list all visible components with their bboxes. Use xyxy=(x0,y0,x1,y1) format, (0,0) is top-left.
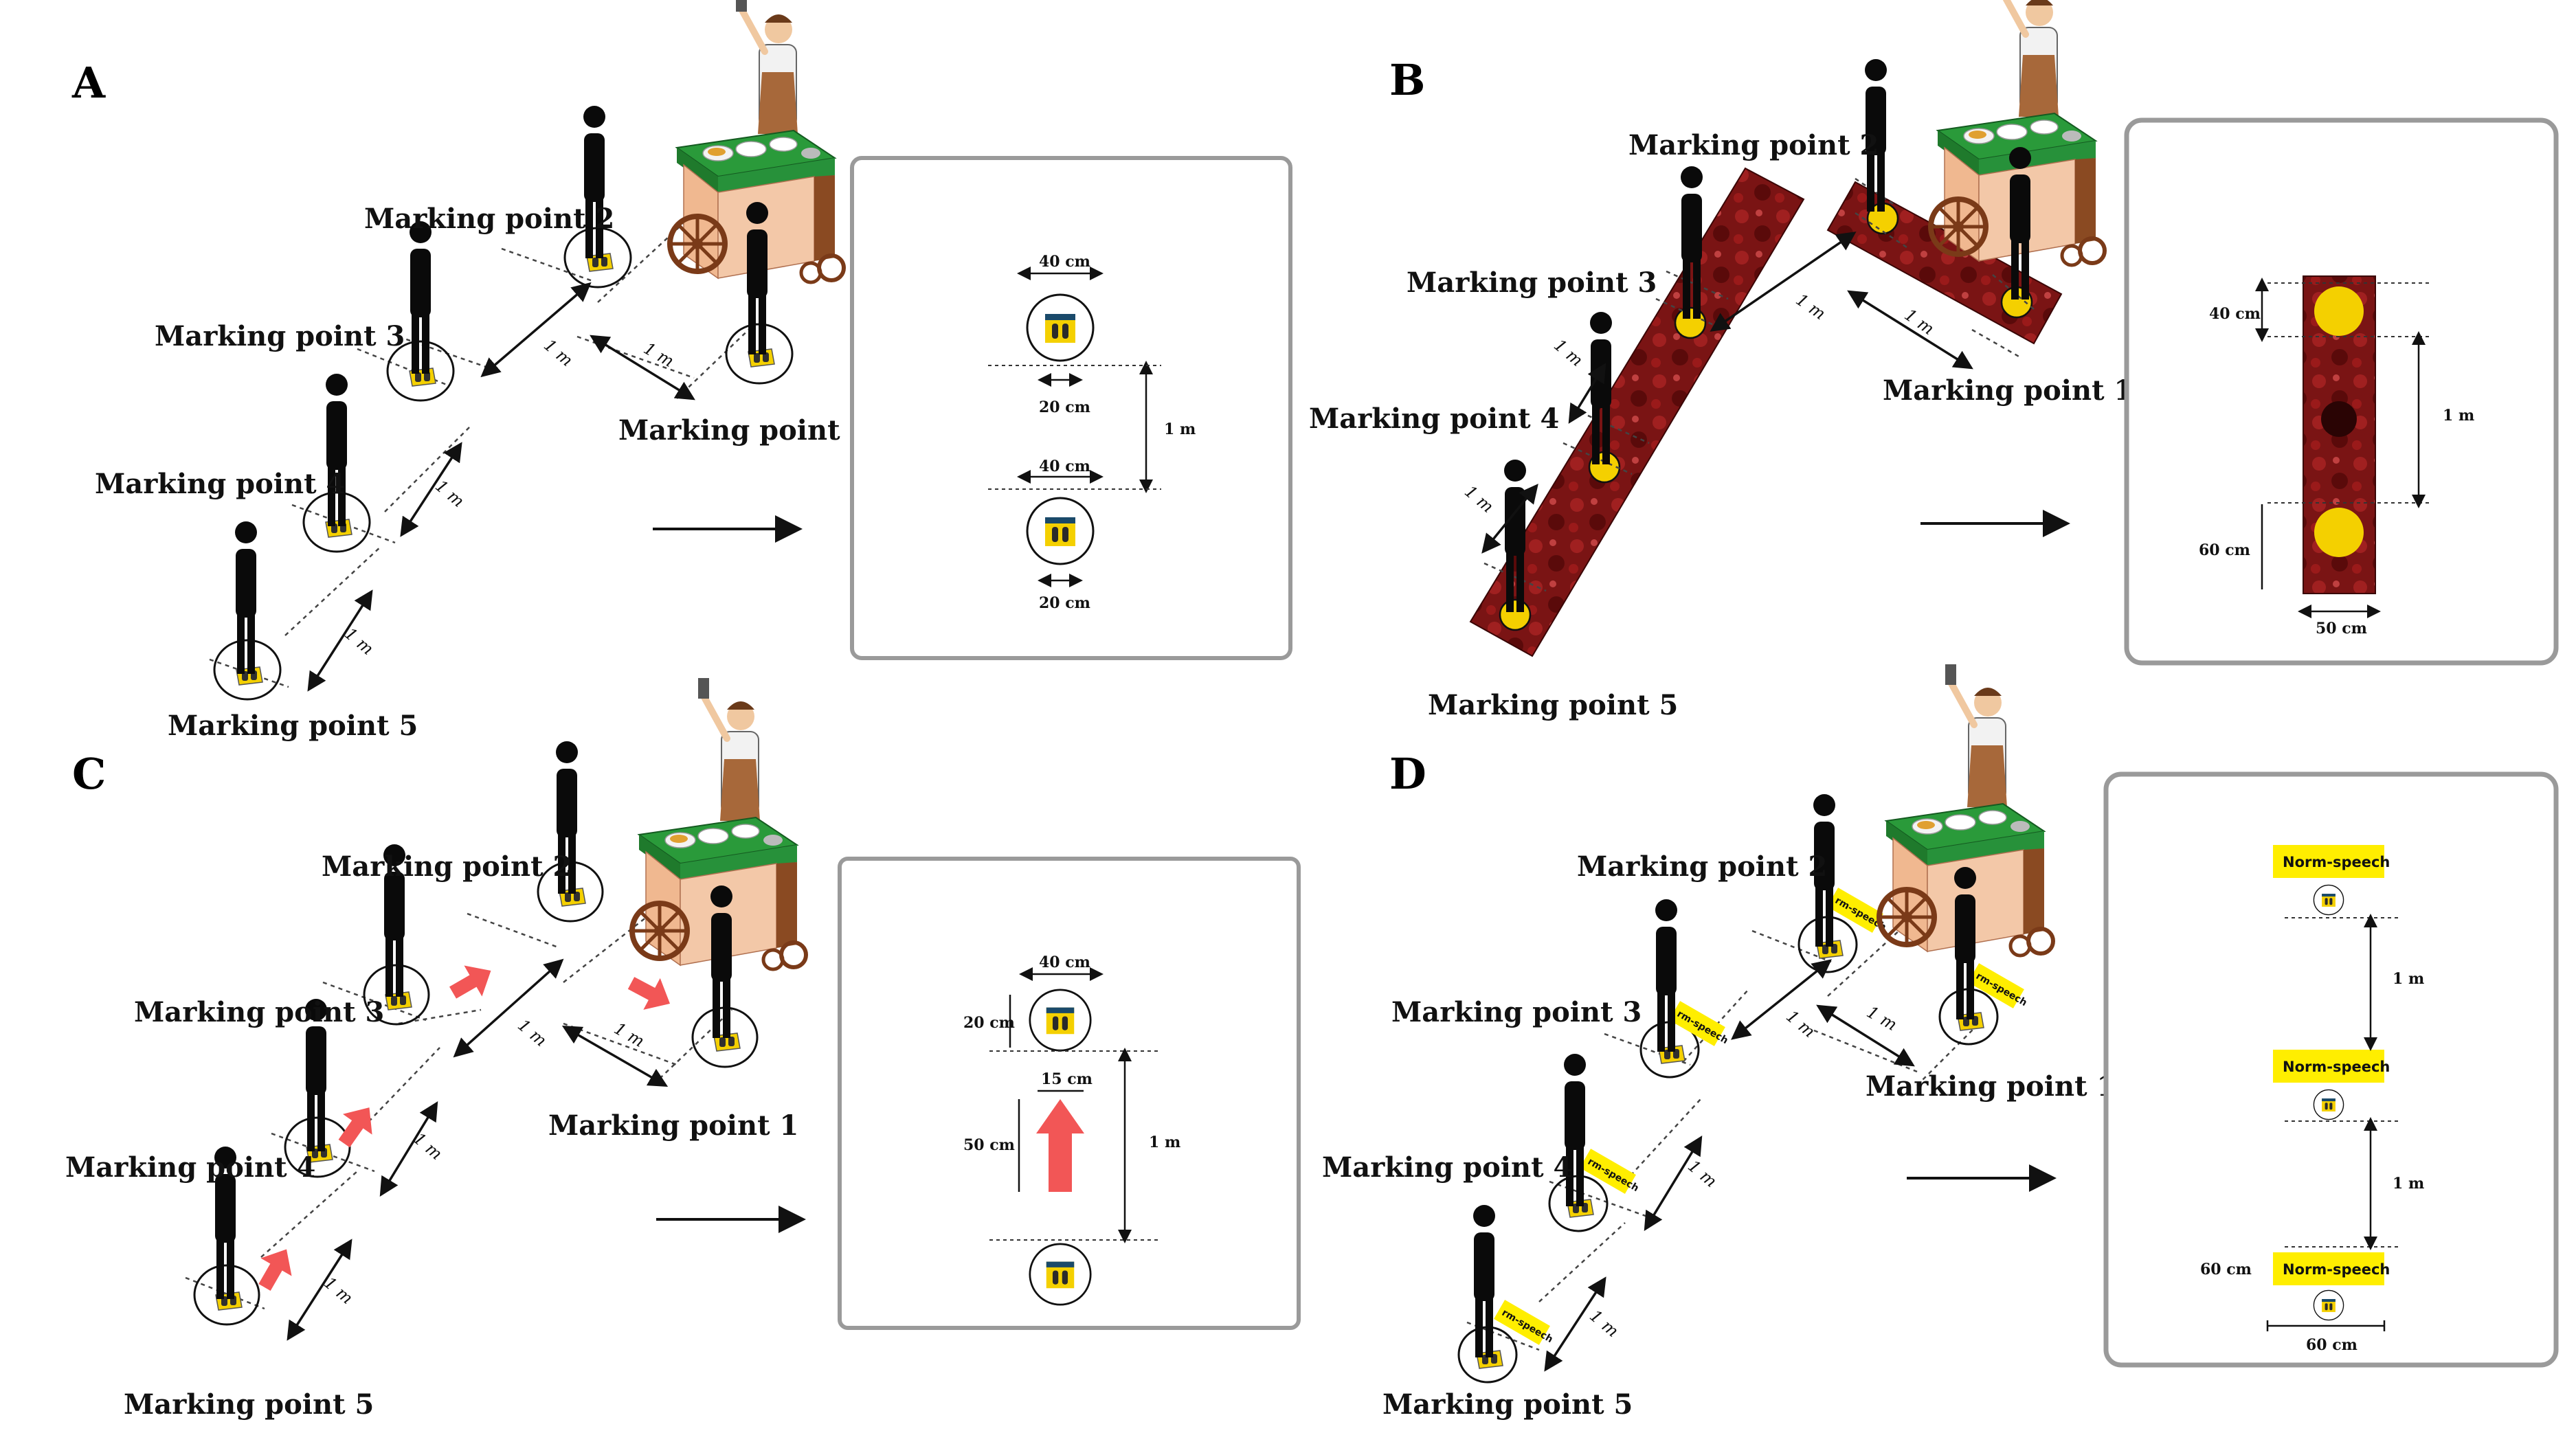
panel-letter-a: A xyxy=(71,58,106,108)
distance-label-b-4: 1 m xyxy=(1461,482,1497,517)
distance-label-b-1: 1 m xyxy=(1901,305,1938,339)
marking-point-3-a: Marking point 3 xyxy=(155,320,405,352)
marking-point-2-d: Marking point 2 xyxy=(1577,850,1827,883)
marking-point-2-c: Marking point 2 xyxy=(322,850,572,883)
marking-point-4-b: Marking point 4 xyxy=(1309,403,1559,435)
distance-label-d-3: 1 m xyxy=(1684,1156,1721,1191)
inset-c-dim-circle: 20 cm xyxy=(963,1014,1015,1032)
marking-point-5-a: Marking point 5 xyxy=(168,710,418,742)
inset-a: 40 cm 20 cm 1 m 40 cm 20 cm xyxy=(850,156,1292,660)
marking-point-3-d: Marking point 3 xyxy=(1391,996,1642,1028)
distance-arrows-b xyxy=(1481,232,1973,554)
inset-a-dim-top2: 40 cm xyxy=(1039,458,1090,475)
marking-point-1-d: Marking point 1 xyxy=(1866,1070,2116,1103)
marking-point-1-a: Marking point 1 xyxy=(618,414,869,447)
guide-lines-d xyxy=(1466,920,1980,1351)
marking-point-5-c: Marking point 5 xyxy=(124,1388,374,1421)
distance-label-d-1: 1 m xyxy=(1863,1002,1901,1035)
panel-d: D xyxy=(1322,664,2559,1421)
marking-point-4-a: Marking point 4 xyxy=(95,468,345,500)
distance-label-c-3: 1 m xyxy=(410,1129,446,1164)
inset-d-norm-label-2: Norm-speech xyxy=(2283,1059,2390,1075)
distance-label-c-1: 1 m xyxy=(611,1019,648,1051)
marking-point-4-c: Marking point 4 xyxy=(65,1151,315,1184)
marking-point-4-d: Marking point 4 xyxy=(1322,1151,1572,1184)
distance-arrows-d xyxy=(1544,959,1915,1372)
distance-arrows-c xyxy=(287,958,669,1341)
inset-d: Norm-speech Norm-speech Norm-speech 1 m … xyxy=(2103,771,2559,1368)
distance-label-b-3: 1 m xyxy=(1550,335,1587,370)
inset-a-dim-gap: 20 cm xyxy=(1039,398,1090,416)
inset-d-norm-label-1: Norm-speech xyxy=(2283,854,2390,870)
inset-b: 40 cm 1 m 60 cm 50 cm xyxy=(2124,117,2559,666)
distance-label-b-2: 1 m xyxy=(1793,290,1829,324)
inset-c: 40 cm 20 cm 15 cm 50 cm 1 m xyxy=(838,857,1301,1330)
distance-label-a-2: 1 m xyxy=(540,335,576,370)
panel-letter-d: D xyxy=(1389,749,1426,799)
marking-point-3-c: Marking point 3 xyxy=(134,996,384,1028)
marking-point-5-b: Marking point 5 xyxy=(1428,689,1678,721)
inset-c-dim-arrow-width: 15 cm xyxy=(1041,1070,1093,1088)
inset-d-dim-sign-height: 60 cm xyxy=(2200,1261,2252,1278)
distance-label-d-4: 1 m xyxy=(1586,1306,1622,1341)
inset-d-norm-label-3: Norm-speech xyxy=(2283,1261,2390,1278)
inset-d-dim-spacing-2: 1 m xyxy=(2393,1175,2424,1193)
floor-circles-a xyxy=(213,227,794,701)
panel-a: A xyxy=(71,0,1292,742)
distance-label-c-2: 1 m xyxy=(514,1015,550,1050)
distance-label-a-1: 1 m xyxy=(640,339,677,371)
guide-lines-c xyxy=(185,906,732,1310)
distance-label-d-2: 1 m xyxy=(1782,1006,1819,1041)
marking-point-3-b: Marking point 3 xyxy=(1407,267,1657,299)
inset-a-dim-top: 40 cm xyxy=(1039,253,1090,271)
marking-point-1-b: Marking point 1 xyxy=(1883,374,2133,407)
inset-d-dim-sign-width: 60 cm xyxy=(2306,1336,2357,1354)
inset-b-dim-spacing: 1 m xyxy=(2443,407,2474,425)
distance-arrows-a xyxy=(307,282,695,692)
inset-c-dim-arrow-length: 50 cm xyxy=(963,1136,1015,1154)
floor-circles-d xyxy=(1457,916,1999,1384)
marking-point-2-a: Marking point 2 xyxy=(364,203,614,235)
inset-b-dim-width: 50 cm xyxy=(2316,620,2367,637)
inset-b-dim-circle: 40 cm xyxy=(2209,305,2261,323)
panel-letter-c: C xyxy=(72,749,106,799)
inset-a-dim-spacing: 1 m xyxy=(1164,420,1196,438)
inset-a-dim-gap2: 20 cm xyxy=(1039,594,1090,612)
marking-point-1-c: Marking point 1 xyxy=(548,1109,798,1142)
inset-c-dim-spacing: 1 m xyxy=(1149,1133,1180,1151)
marking-point-5-d: Marking point 5 xyxy=(1382,1388,1633,1421)
panel-letter-b: B xyxy=(1389,55,1425,105)
inset-d-dim-spacing-1: 1 m xyxy=(2393,970,2424,988)
panel-c: C xyxy=(65,678,1301,1421)
inset-b-dim-bottom: 60 cm xyxy=(2199,541,2250,559)
guide-lines-a xyxy=(209,219,757,688)
marking-point-2-b: Marking point 2 xyxy=(1628,129,1879,161)
inset-c-dim-top: 40 cm xyxy=(1039,954,1090,971)
panel-b: B xyxy=(1309,0,2559,721)
